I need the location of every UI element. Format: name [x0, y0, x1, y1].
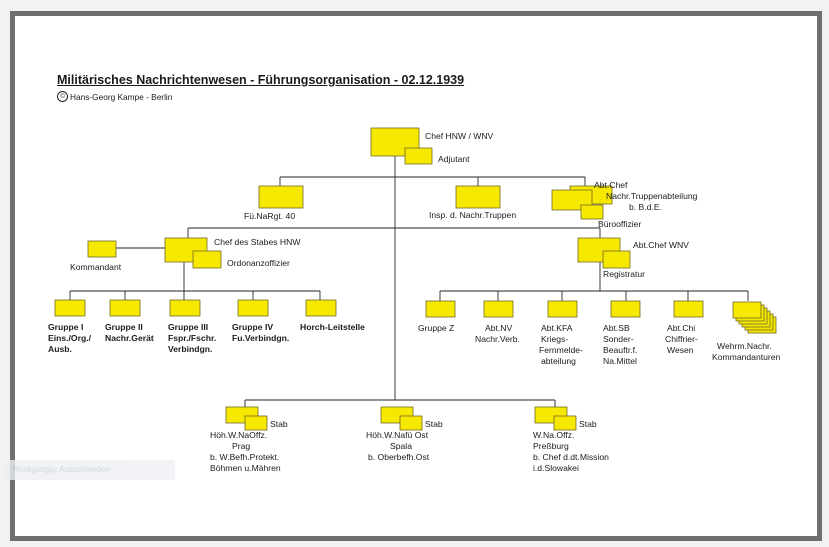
- g3-box: [169, 299, 201, 317]
- ost-line-1: Höh.W.Nafü Ost: [366, 430, 429, 440]
- gz-box: [425, 300, 456, 318]
- stab-label: Chef des Stabes HNW: [214, 237, 301, 247]
- g2-line-2: Nachr.Gerät: [105, 333, 154, 343]
- buero-box: [580, 204, 604, 220]
- horch-box: [305, 299, 337, 317]
- wehrm-line-2: Kommandanturen: [712, 352, 781, 362]
- g4-box: [237, 299, 269, 317]
- g2-box: [109, 299, 141, 317]
- kfa-line-4: abteilung: [541, 356, 576, 366]
- ordonanz-box: [192, 250, 222, 269]
- g2-line-1: Gruppe II: [105, 322, 143, 332]
- pressburg-line-2: Preßburg: [533, 441, 569, 451]
- adjutant-box: [404, 147, 433, 165]
- gz-label: Gruppe Z: [418, 323, 455, 333]
- prag-line-2: Prag: [232, 441, 251, 451]
- ost-line-2: Spala: [390, 441, 412, 451]
- chart-title: Militärisches Nachrichtenwesen - Führung…: [57, 73, 465, 87]
- nv-line-2: Nachr.Verb.: [475, 334, 520, 344]
- prag-line-1: Höh.W.NaOffz.: [210, 430, 268, 440]
- registratur-label: Registratur: [603, 269, 646, 279]
- wehrm-stack-boxes: [732, 301, 777, 334]
- pressburg-line-3: b. Chef d.dt.Mission: [533, 452, 609, 462]
- insp-box: [455, 185, 501, 209]
- g3-line-1: Gruppe III: [168, 322, 209, 332]
- watermark-overlay: Rückgängig: Ausschneiden: [5, 460, 175, 480]
- sb-box: [610, 300, 641, 318]
- g3-line-3: Verbindgn.: [168, 344, 213, 354]
- nv-line-1: Abt.NV: [485, 323, 513, 333]
- buero-label: Bürooffizier: [598, 219, 642, 229]
- ost-stab-box: [399, 415, 423, 431]
- chi-line-1: Abt.Chi: [667, 323, 696, 333]
- kfa-line-2: Kriegs-: [541, 334, 569, 344]
- prag-stab-label: Stab: [270, 419, 288, 429]
- sb-line-3: Beauftr.f.: [603, 345, 638, 355]
- kfa-box: [547, 300, 578, 318]
- prag-stab-box: [244, 415, 268, 431]
- g1-line-2: Eins./Org./: [48, 333, 91, 343]
- kfa-line-3: Fernmelde-: [539, 345, 583, 355]
- wehrm-line-1: Wehrm.Nachr.: [717, 341, 772, 351]
- g3-line-2: Fspr./Fschr.: [168, 333, 217, 343]
- abtchef-label-3: b. B.d.E.: [629, 202, 662, 212]
- g1-line-3: Ausb.: [48, 344, 72, 354]
- abtchef-label-1: Abt.Chef: [594, 180, 628, 190]
- pressburg-line-1: W.Na.Offz.: [533, 430, 575, 440]
- ordonanz-label: Ordonanzoffizier: [227, 258, 290, 268]
- pressburg-stab-box: [553, 415, 577, 431]
- g4-line-1: Gruppe IV: [232, 322, 274, 332]
- watermark-text: Rückgängig: Ausschneiden: [13, 465, 110, 474]
- horch-label: Horch-Leitstelle: [300, 322, 365, 332]
- connector-lines: [69, 147, 749, 407]
- insp-label: Insp. d. Nachr.Truppen: [429, 210, 517, 220]
- ost-stab-label: Stab: [425, 419, 443, 429]
- abtchef-label-2: Nachr.Truppenabteilung: [606, 191, 698, 201]
- g1-line-1: Gruppe I: [48, 322, 84, 332]
- chi-line-3: Wesen: [667, 345, 694, 355]
- ost-line-3: b. Oberbefh.Ost: [368, 452, 430, 462]
- wnv-label: Abt.Chef WNV: [633, 240, 689, 250]
- kommandant-box: [87, 240, 117, 258]
- chef-label: Chef HNW / WNV: [425, 131, 494, 141]
- chi-line-2: Chiffrier-: [665, 334, 698, 344]
- copyright-icon: ©: [57, 91, 68, 102]
- pressburg-stab-label: Stab: [579, 419, 597, 429]
- slide-frame: [10, 11, 822, 541]
- fu-narg-label: Fü.NaRgt. 40: [244, 211, 296, 221]
- kommandant-label: Kommandant: [70, 262, 122, 272]
- prag-line-4: Böhmen u.Mähren: [210, 463, 281, 473]
- org-boxes: [54, 127, 777, 431]
- sb-line-2: Sonder-: [603, 334, 634, 344]
- author-credit: Hans-Georg Kampe - Berlin: [70, 92, 173, 102]
- adjutant-label: Adjutant: [438, 154, 470, 164]
- kfa-line-1: Abt.KFA: [541, 323, 573, 333]
- sb-line-4: Na.Mittel: [603, 356, 637, 366]
- prag-line-3: b. W.Befh.Protekt.: [210, 452, 280, 462]
- g4-line-2: Fu.Verbindgn.: [232, 333, 290, 343]
- sb-line-1: Abt.SB: [603, 323, 630, 333]
- fu-narg-box: [258, 185, 304, 209]
- g1-box: [54, 299, 86, 317]
- registratur-box: [602, 250, 631, 269]
- pressburg-line-4: i.d.Slowakei: [533, 463, 579, 473]
- nv-box: [483, 300, 514, 318]
- chi-box: [673, 300, 704, 318]
